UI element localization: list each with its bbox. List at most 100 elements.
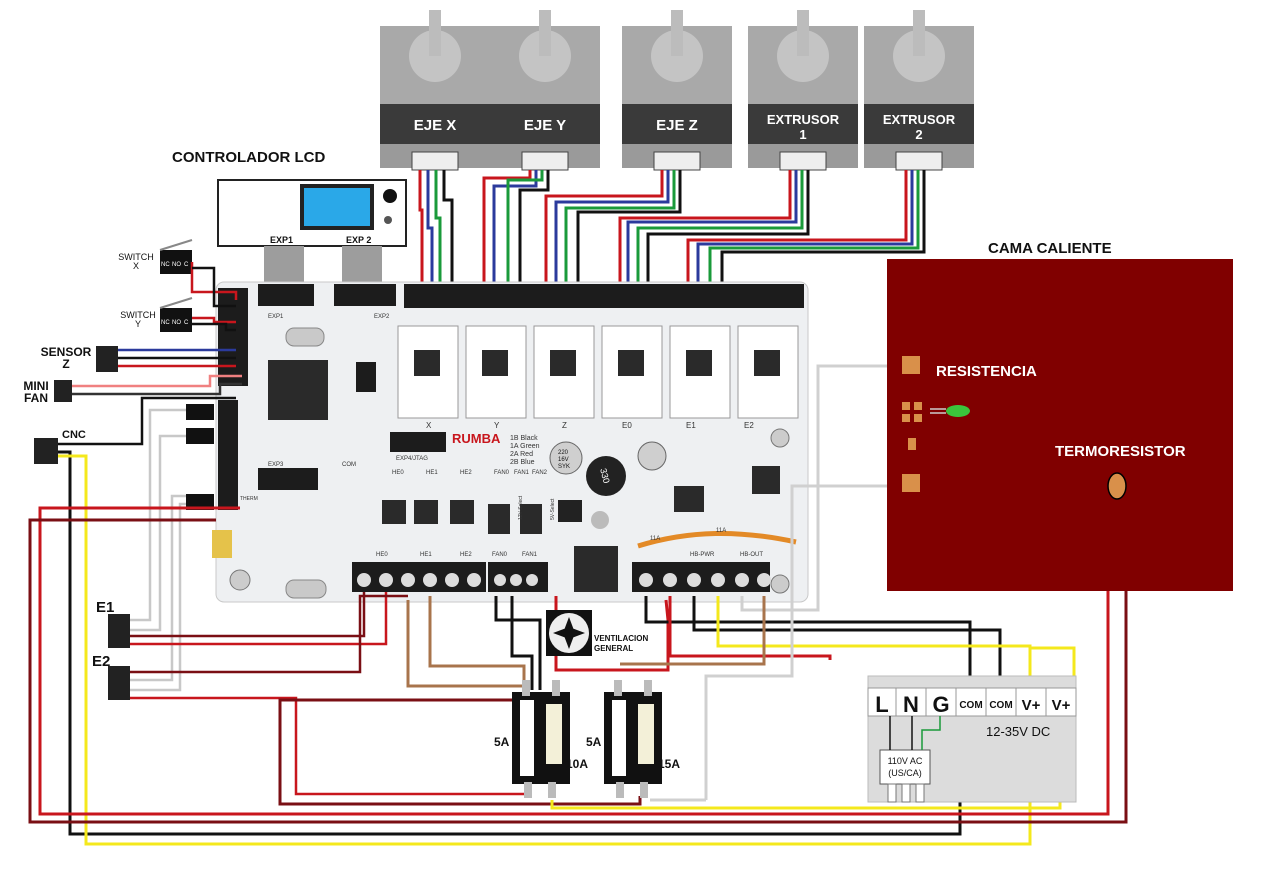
board-5v-select: 5V-Select: [550, 498, 556, 520]
switch-y-pin-nc: NC: [161, 320, 170, 326]
mini-fan-label: MINI: [23, 379, 48, 393]
motor-x-label: EJE X: [414, 117, 457, 134]
switch-y-axis: Y: [135, 319, 141, 329]
lcd-title: CONTROLADOR LCD: [172, 149, 325, 166]
cap-label-2: SYK: [558, 464, 570, 470]
switch-x-pin-nc: NC: [161, 262, 170, 268]
power-supply: L N G COM COM V+ V+ 12-35V DC 110V AC (U…: [867, 675, 1077, 803]
heated-bed: RESISTENCIA TERMORESISTOR: [887, 259, 1233, 591]
stepper-motor-y: EJE Y: [490, 10, 600, 171]
sensor-z-label: SENSOR: [41, 345, 92, 359]
fuse1-right-label: 10A: [566, 757, 588, 771]
psu-input-label: 110V AC: [888, 756, 923, 766]
mini-fan: MINI FAN: [23, 379, 72, 405]
plug-1: [186, 404, 214, 420]
lcd-controller: EXP1 EXP 2: [217, 179, 407, 288]
sensor-z-axis: Z: [62, 357, 69, 371]
extruder-e2-connector: E2: [92, 653, 130, 700]
cap-label-1: 16V: [558, 457, 569, 463]
psu-terminal-g: G: [932, 692, 949, 717]
axis-label-e2: E2: [744, 421, 754, 430]
board-top-he0: HE0: [392, 470, 404, 476]
cnc-label: CNC: [62, 429, 86, 441]
switch-x-label: SWITCH: [118, 252, 154, 262]
motor-z-label: EJE Z: [656, 117, 698, 134]
fan-general-sub: GENERAL: [594, 644, 633, 653]
board-top-he2: HE2: [460, 470, 472, 476]
board-exp2: EXP2: [374, 314, 390, 320]
sensor-z: SENSOR Z: [41, 345, 118, 372]
axis-label-e1: E1: [686, 421, 696, 430]
board-legend-1: 1A Green: [510, 443, 540, 450]
board-exp1: EXP1: [268, 314, 284, 320]
switch-x-axis: X: [133, 261, 139, 271]
cap-label-0: 220: [558, 450, 569, 456]
motor-e2-label: EXTRUSOR: [883, 112, 956, 127]
board-legend-3: 2B Blue: [510, 459, 535, 466]
bed-heater-label: RESISTENCIA: [936, 363, 1037, 380]
power-wires: [406, 364, 1062, 810]
stepper-motor-x: EJE X: [380, 10, 490, 171]
board-legend-0: 1B Black: [510, 435, 538, 442]
lcd-exp2-label: EXP 2: [346, 235, 371, 245]
board-hb-pwr: HB-PWR: [690, 552, 715, 558]
board-he0: HE0: [376, 552, 388, 558]
switch-x-pin-c: C: [184, 262, 189, 268]
switch-y: SWITCH Y NC NO C: [120, 297, 193, 332]
psu-input-sub: (US/CA): [888, 768, 922, 778]
switch-x: SWITCH X NC NO C: [118, 239, 193, 274]
fuse-holder-1: 5A 10A: [494, 680, 588, 798]
board-top-he1: HE1: [426, 470, 438, 476]
cnc-connector: CNC: [34, 429, 86, 464]
switch-y-pin-c: C: [184, 320, 189, 326]
psu-voltage: 12-35V DC: [986, 724, 1050, 739]
mini-fan-sub: FAN: [24, 391, 48, 405]
inductor-label: 330: [598, 467, 612, 484]
fuse-holder-2: 5A 15A: [586, 680, 680, 798]
rumba-board: RUMBA 1B Black 1A Green 2A Red 2B Blue X…: [212, 281, 809, 603]
fan-general-label: VENTILACION: [594, 634, 648, 643]
axis-label-y: Y: [494, 421, 500, 430]
axis-label-z: Z: [562, 421, 567, 430]
board-power-11a-b: 11A: [716, 528, 726, 534]
psu-terminal-com2: COM: [989, 700, 1012, 711]
board-top-fan2: FAN2: [532, 470, 548, 476]
lcd-exp1-label: EXP1: [270, 235, 293, 245]
general-fan: VENTILACION GENERAL: [546, 610, 648, 656]
fuse2-right-label: 15A: [658, 757, 680, 771]
board-he1: HE1: [420, 552, 432, 558]
board-fan0: FAN0: [492, 552, 508, 558]
e2-label: E2: [92, 653, 110, 670]
board-therm: THERM: [240, 496, 258, 502]
psu-terminal-vplus1: V+: [1022, 697, 1041, 714]
stepper-motor-e1: EXTRUSOR 1: [748, 10, 858, 171]
board-power-11a-a: 11A: [650, 536, 660, 542]
board-exp3: EXP3: [268, 462, 284, 468]
board-12v-select: 12V-Select: [518, 495, 524, 520]
switch-y-pin-no: NO: [172, 320, 181, 326]
motor-e1-label: EXTRUSOR: [767, 112, 840, 127]
board-hb-out: HB-OUT: [740, 552, 763, 558]
e1-label: E1: [96, 599, 114, 616]
bed-thermistor-label: TERMORESISTOR: [1055, 443, 1186, 460]
stepper-motor-e2: EXTRUSOR 2: [864, 10, 974, 171]
board-top-fan0: FAN0: [494, 470, 510, 476]
fuse2-left-label: 5A: [586, 735, 602, 749]
switch-y-label: SWITCH: [120, 310, 156, 320]
axis-label-x: X: [426, 421, 432, 430]
switch-x-pin-no: NO: [172, 262, 181, 268]
bed-title: CAMA CALIENTE: [988, 240, 1112, 257]
motor-y-label: EJE Y: [524, 117, 566, 134]
board-fan1: FAN1: [522, 552, 538, 558]
motor-e2-number: 2: [915, 127, 922, 142]
plug-3: [186, 494, 214, 510]
board-exp4: EXP4/JTAG: [396, 456, 428, 462]
plug-2: [186, 428, 214, 444]
board-name: RUMBA: [452, 431, 501, 446]
fuse1-left-label: 5A: [494, 735, 510, 749]
stepper-motor-z: EJE Z: [622, 10, 732, 171]
board-he2: HE2: [460, 552, 472, 558]
motor-e1-number: 1: [799, 127, 806, 142]
axis-label-e0: E0: [622, 421, 632, 430]
